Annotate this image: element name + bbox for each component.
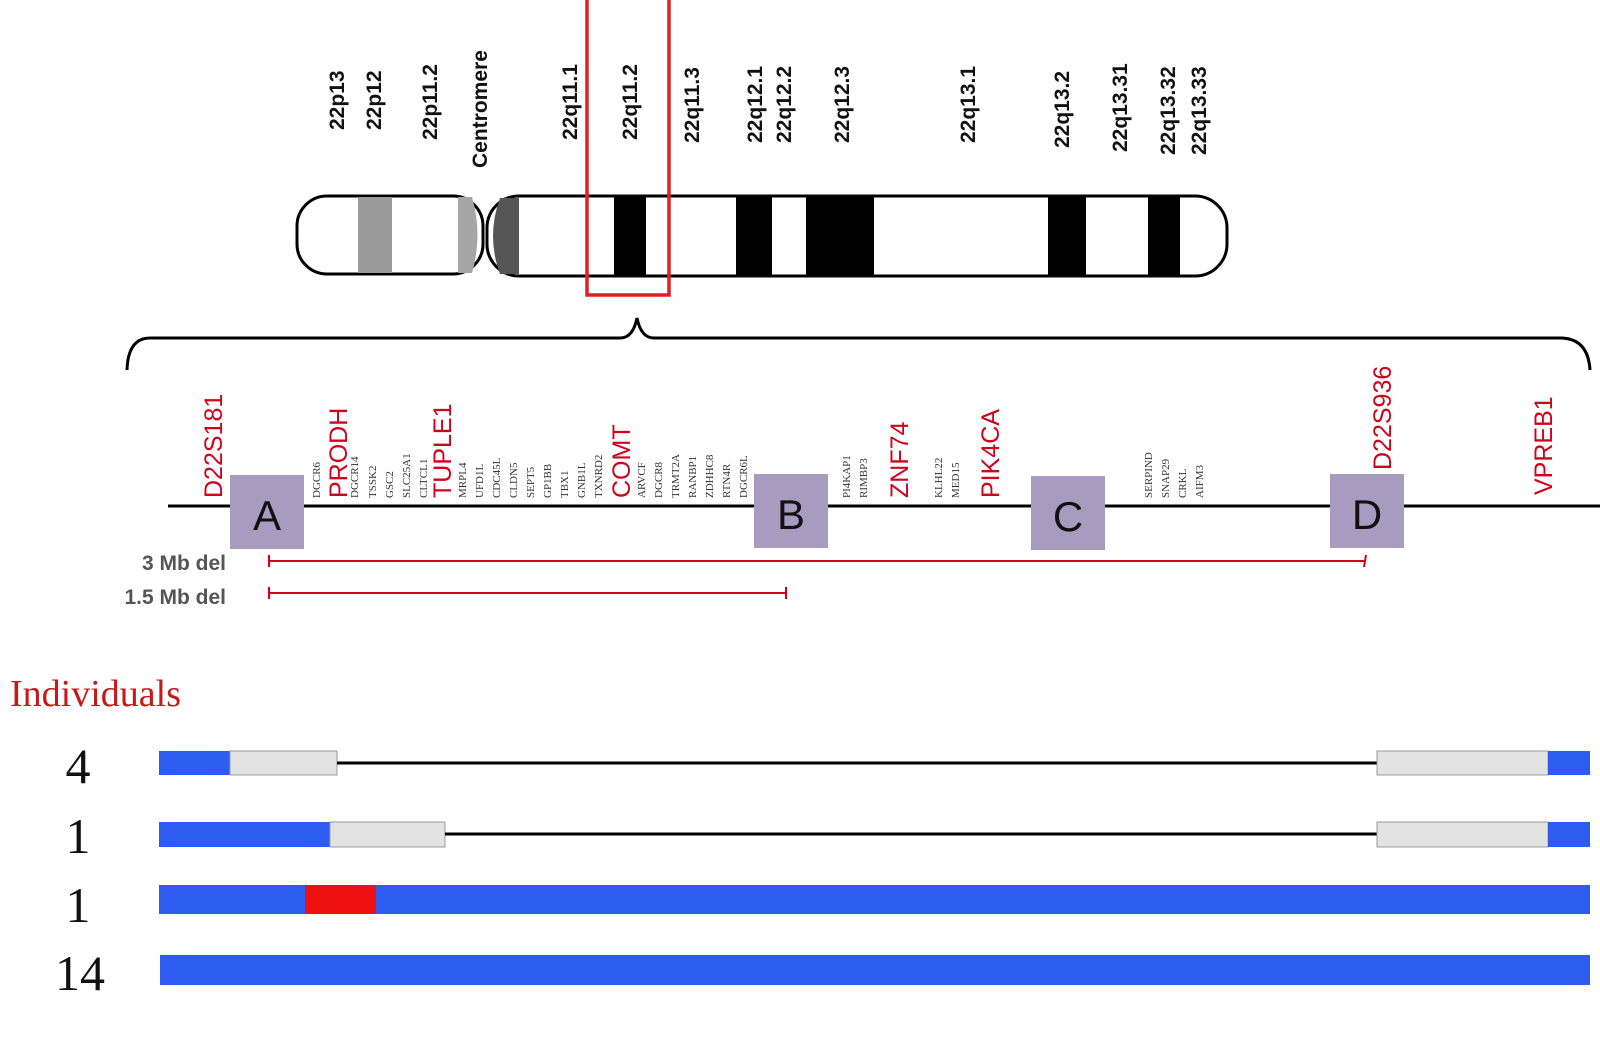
gene-cltcl1: CLTCL1 xyxy=(418,459,430,498)
track1-blue-right xyxy=(1548,751,1590,775)
gene-vpreb1: VPREB1 xyxy=(1530,396,1558,495)
gene-rtn4r: RTN4R xyxy=(721,463,733,498)
individual-count-row2: 1 xyxy=(66,808,91,864)
gene-gnb1l: GNB1L xyxy=(576,462,588,498)
centromere-q-shade xyxy=(493,198,519,274)
gene-gsc2: GSC2 xyxy=(384,471,396,498)
gene-tuple1: TUPLE1 xyxy=(429,404,457,498)
gene-pik4ca: PIK4CA xyxy=(977,409,1005,498)
track1-gray-right xyxy=(1376,750,1549,776)
band-label-22q12-1: 22q12.1 xyxy=(744,66,767,143)
band-label-22p11-2: 22p11.2 xyxy=(419,64,442,140)
track1-gray-left xyxy=(229,750,338,776)
gene-arvcf: ARVCF xyxy=(636,462,648,498)
band-label-22q11-2: 22q11.2 xyxy=(619,64,642,140)
gene-txnrd2: TXNRD2 xyxy=(593,455,605,498)
gene-crkl: CRKL xyxy=(1177,468,1189,498)
gene-slc25a1: SLC25A1 xyxy=(401,453,413,498)
deletion-ranges: 3 Mb del 1.5 Mb del xyxy=(124,552,1367,609)
track2-blue-left xyxy=(159,822,331,847)
lcr-label-d: D xyxy=(1352,491,1382,538)
gene-sept5: SEPT5 xyxy=(525,466,537,498)
lcr-box-a xyxy=(230,475,304,549)
gene-tbx1: TBX1 xyxy=(559,471,571,499)
gene-cdc45l: CDC45L xyxy=(491,457,503,498)
gene-med15: MED15 xyxy=(950,462,962,498)
band-label-22q13-32: 22q13.32 xyxy=(1157,66,1180,155)
track3-red-segment xyxy=(305,885,376,914)
centromere-p-shade xyxy=(458,197,478,273)
gene-dgcr8: DGCR8 xyxy=(653,461,665,498)
individual-count-row3: 1 xyxy=(66,877,91,933)
track2-gray-left xyxy=(329,821,446,848)
gene-dgcr14: DGCR14 xyxy=(349,456,361,498)
highlight-genes: D22S181 PRODH TUPLE1 COMT ZNF74 PIK4CA D… xyxy=(200,366,1558,498)
band-22q12-3-dark xyxy=(806,197,874,275)
band-label-22q11-1: 22q11.1 xyxy=(559,64,582,140)
individuals-title: Individuals xyxy=(10,673,181,715)
lcr-boxes: A B C D xyxy=(230,474,1404,550)
chromosome-ideogram xyxy=(295,0,1229,297)
lcr-box-d xyxy=(1330,474,1404,548)
gene-rimbp3: RIMBP3 xyxy=(858,458,870,498)
track3-blue xyxy=(159,885,1590,914)
band-label-22q12-2: 22q12.2 xyxy=(773,66,796,143)
gene-cldn5: CLDN5 xyxy=(508,462,520,498)
gene-ranbp1: RANBP1 xyxy=(687,456,699,498)
gene-aifm3: AIFM3 xyxy=(1194,464,1206,498)
lcr-label-c: C xyxy=(1053,493,1083,540)
lcr-label-a: A xyxy=(253,492,281,539)
gene-dgcr6: DGCR6 xyxy=(311,461,323,498)
band-label-22q11-3: 22q11.3 xyxy=(681,67,704,143)
track4-blue xyxy=(160,955,1590,985)
gene-comt: COMT xyxy=(608,424,636,498)
band-label-centromere: Centromere xyxy=(469,50,492,168)
deletion-label-1-5mb: 1.5 Mb del xyxy=(124,586,226,609)
gene-ufd1l: UFD1L xyxy=(474,463,486,498)
gene-dgcr6l: DGCR6L xyxy=(738,455,750,498)
track1-blue-left xyxy=(159,751,231,775)
gene-zdhhc8: ZDHHC8 xyxy=(704,454,716,498)
deletion-label-3mb: 3 Mb del xyxy=(142,552,226,575)
individual-count-row4: 14 xyxy=(55,945,105,1001)
expansion-brace xyxy=(125,317,1592,371)
gene-pi4kap1: PI4KAP1 xyxy=(841,455,853,498)
small-genes: DGCR6 DGCR14 TSSK2 GSC2 SLC25A1 CLTCL1 M… xyxy=(311,452,1206,498)
band-label-22q13-33: 22q13.33 xyxy=(1188,66,1211,155)
lcr-box-c xyxy=(1031,476,1105,550)
gene-d22s181: D22S181 xyxy=(200,394,228,498)
band-label-22p13: 22p13 xyxy=(326,70,349,130)
track2-blue-right xyxy=(1548,822,1590,847)
band-22q11-2-dark xyxy=(614,197,646,275)
gene-znf74: ZNF74 xyxy=(886,422,914,499)
deletion-tick-3mb-end xyxy=(1363,554,1367,568)
gene-d22s936: D22S936 xyxy=(1369,366,1397,470)
gene-gp1bb: GP1BB xyxy=(542,464,554,498)
gene-klhl22: KLHL22 xyxy=(933,458,945,498)
band-22p12 xyxy=(358,197,392,273)
gene-prodh: PRODH xyxy=(325,408,353,498)
band-label-22q13-2: 22q13.2 xyxy=(1051,71,1074,148)
gene-trmt2a: TRMT2A xyxy=(670,454,682,498)
region-highlight-box xyxy=(585,0,671,297)
individual-tracks: 4 1 1 14 xyxy=(55,738,1590,1001)
individual-count-row1: 4 xyxy=(66,738,91,794)
band-label-22p12: 22p12 xyxy=(363,70,386,130)
gene-serpind: SERPIND xyxy=(1143,452,1155,498)
lcr-label-b: B xyxy=(777,491,805,538)
gene-snap29: SNAP29 xyxy=(1160,458,1172,498)
band-label-22q13-1: 22q13.1 xyxy=(957,66,980,143)
band-22q13-32-dark xyxy=(1148,197,1180,275)
gene-tssk2: TSSK2 xyxy=(367,466,379,498)
gene-mrpl4: MRPL4 xyxy=(457,462,469,498)
band-labels: 22p13 22p12 22p11.2 Centromere 22q11.1 2… xyxy=(326,50,1211,168)
track2-gray-right xyxy=(1376,821,1549,848)
band-label-22q12-3: 22q12.3 xyxy=(831,66,854,143)
band-22q13-2-dark xyxy=(1048,197,1086,275)
band-22q12-1-dark xyxy=(736,197,772,275)
band-label-22q13-31: 22q13.31 xyxy=(1109,63,1132,152)
lcr-box-b xyxy=(754,474,828,548)
